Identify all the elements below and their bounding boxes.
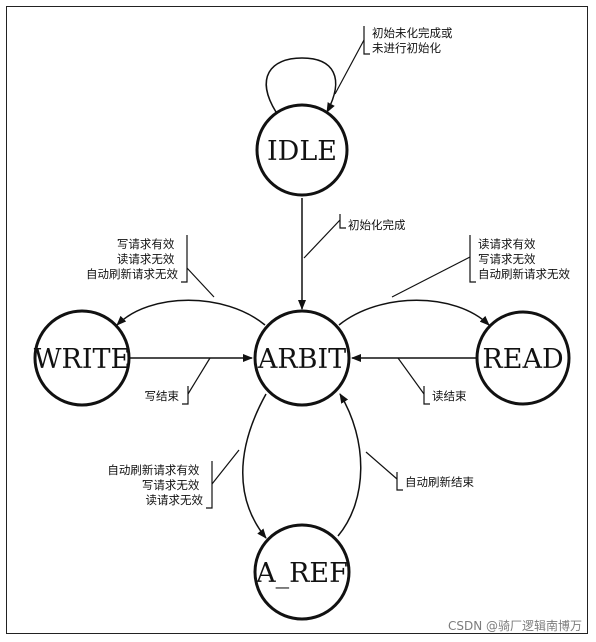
aref-to-arbit-leader	[365, 451, 398, 480]
note-read-to-arbit: 读结束	[432, 389, 467, 403]
write-to-arbit-bracket	[182, 386, 189, 405]
state-arbit: ARBIT	[253, 309, 351, 407]
note-idle-to-arbit: 初始化完成	[348, 218, 406, 232]
state-arbit-label: ARBIT	[257, 344, 346, 375]
aref-to-arbit-bracket	[396, 472, 403, 491]
read-to-arbit-leader	[397, 357, 425, 395]
note-aref-to-arbit: 自动刷新结束	[405, 475, 474, 489]
arbit-to-read-leader	[391, 256, 471, 298]
note-arbit-to-aref: 自动刷新请求有效 写请求无效 读请求无效	[107, 463, 203, 507]
note-arbit-to-write: 写请求有效 读请求无效 自动刷新请求无效	[86, 237, 178, 281]
note-connectors	[181, 26, 476, 509]
note-write-to-arbit: 写结束	[145, 389, 180, 403]
idle-to-arbit-leader	[303, 219, 341, 259]
transition-arbit-to-read	[338, 299, 490, 326]
state-idle-label: IDLE	[267, 136, 337, 167]
transition-aref-to-arbit	[337, 393, 362, 537]
state-aref-label: A_REF	[255, 558, 348, 589]
state-read-label: READ	[482, 344, 563, 375]
state-idle: IDLE	[255, 103, 349, 197]
transition-arbit-to-aref	[242, 393, 267, 539]
state-read: READ	[475, 310, 571, 406]
arbit-to-aref-leader	[211, 449, 240, 485]
arbit-to-read-bracket	[469, 235, 476, 283]
state-write-label: WRITE	[34, 344, 130, 375]
transition-idle-self	[265, 57, 337, 113]
write-to-arbit-leader	[187, 357, 211, 395]
arbit-to-write-leader	[186, 267, 215, 298]
state-aref: A_REF	[253, 523, 351, 621]
idle-to-arbit-bracket	[339, 214, 346, 229]
note-idle-self: 初始未化完成或 未进行初始化	[372, 26, 456, 55]
transition-arbit-to-write	[116, 299, 266, 326]
arbit-to-aref-bracket	[206, 461, 213, 509]
note-arbit-to-read: 读请求有效 写请求无效 自动刷新请求无效	[478, 237, 570, 281]
idle-self-bracket	[363, 26, 370, 55]
watermark: CSDN @骑厂逻辑南博万	[448, 618, 582, 633]
arbit-to-write-bracket	[181, 235, 188, 283]
idle-self-leader	[334, 39, 365, 95]
diagram-frame	[6, 6, 588, 634]
read-to-arbit-bracket	[423, 386, 430, 405]
state-write: WRITE	[33, 309, 131, 407]
